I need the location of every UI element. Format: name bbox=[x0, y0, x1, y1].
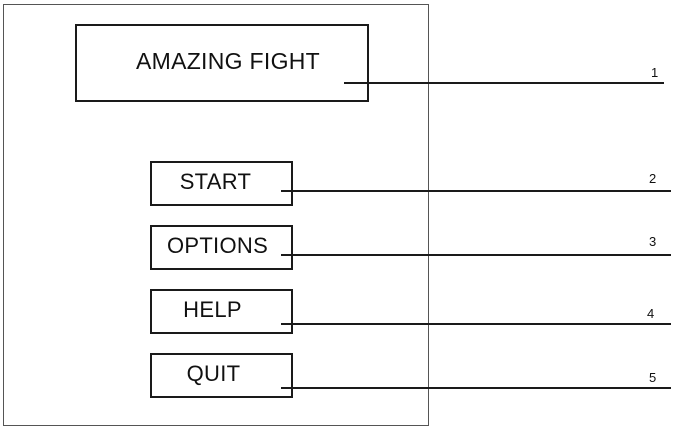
quit-button-label: QUIT bbox=[186, 360, 241, 386]
callout-number-2: 2 bbox=[649, 171, 657, 186]
callout-line-2 bbox=[281, 190, 671, 192]
callout-number-5: 5 bbox=[649, 370, 657, 385]
game-title-box: AMAZING FIGHT bbox=[75, 24, 369, 102]
start-button-label: START bbox=[179, 168, 252, 194]
callout-line-4 bbox=[281, 323, 671, 325]
help-button[interactable]: HELP bbox=[150, 289, 293, 334]
callout-number-1: 1 bbox=[651, 65, 659, 80]
options-button[interactable]: OPTIONS bbox=[150, 225, 293, 270]
start-button[interactable]: START bbox=[150, 161, 293, 206]
screen-frame bbox=[3, 4, 429, 426]
callout-number-4: 4 bbox=[647, 306, 655, 321]
callout-line-3 bbox=[281, 254, 671, 256]
callout-number-3: 3 bbox=[649, 234, 657, 249]
callout-line-1 bbox=[344, 82, 664, 84]
game-title: AMAZING FIGHT bbox=[135, 47, 321, 74]
callout-line-5 bbox=[281, 387, 671, 389]
help-button-label: HELP bbox=[183, 296, 242, 322]
options-button-label: OPTIONS bbox=[166, 232, 269, 258]
quit-button[interactable]: QUIT bbox=[150, 353, 293, 398]
